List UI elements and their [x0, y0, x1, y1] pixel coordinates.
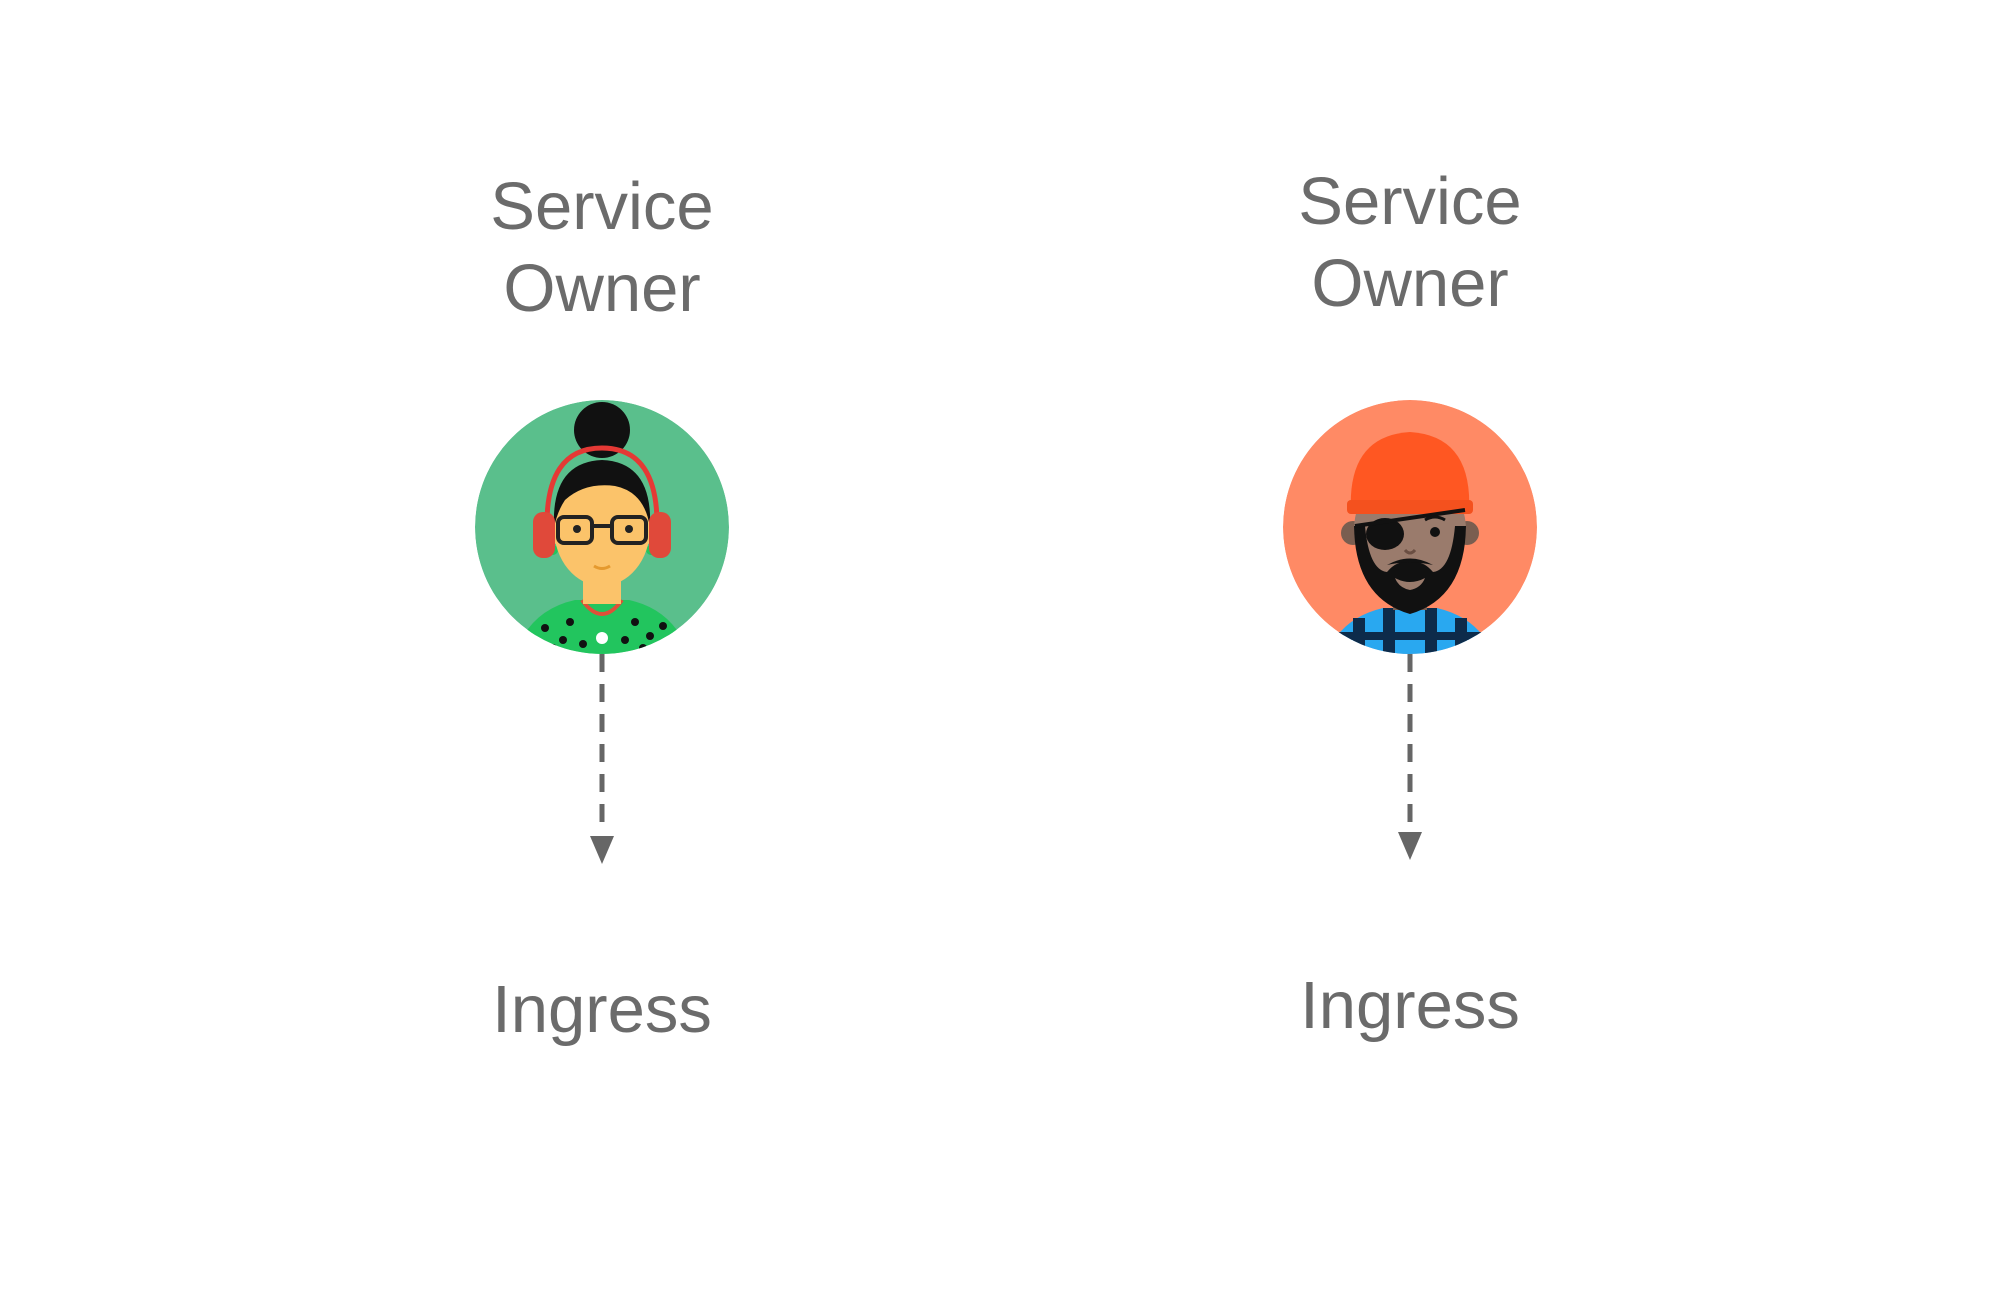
man-with-eyepatch-and-cap-avatar-icon: [1283, 400, 1537, 654]
dashed-down-arrow-icon: [590, 654, 614, 864]
dashed-down-arrow-icon: [1398, 654, 1422, 860]
title-line-1: Service: [490, 169, 714, 244]
service-owner-title: Service Owner: [402, 166, 802, 330]
title-line-2: Owner: [503, 251, 701, 326]
ingress-label: Ingress: [1300, 968, 1520, 1043]
woman-with-headphones-avatar-icon: [475, 400, 729, 654]
title-line-2: Owner: [1311, 246, 1509, 321]
service-owner-column-left: Service Owner: [402, 0, 802, 1295]
service-owner-column-right: Service Owner: [1210, 0, 1610, 1295]
ingress-label: Ingress: [492, 972, 712, 1047]
title-line-1: Service: [1298, 164, 1522, 239]
service-owner-title: Service Owner: [1210, 161, 1610, 325]
